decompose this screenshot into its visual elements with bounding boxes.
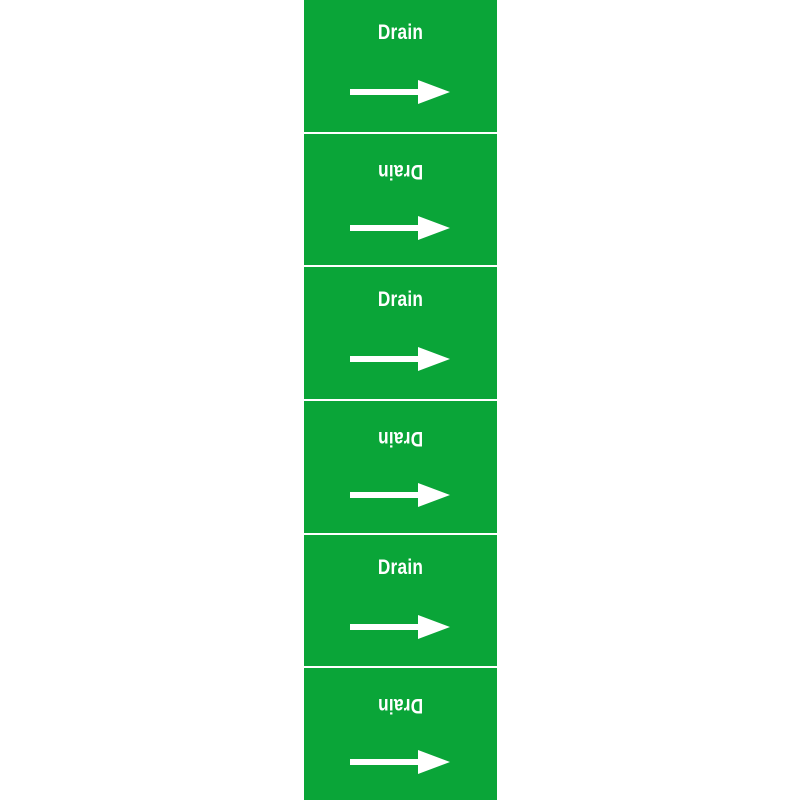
arrow-right-icon — [350, 347, 450, 372]
pipe-label-1: Drain — [304, 0, 497, 132]
pipe-label-text: Drain — [377, 555, 424, 579]
pipe-label-text-inverted: Drain — [377, 159, 424, 183]
arrow-right-icon — [350, 750, 450, 775]
arrow-right-icon — [350, 614, 450, 639]
pipe-label-text: Drain — [377, 288, 424, 312]
pipe-label-3: Drain — [304, 267, 497, 400]
pipe-marker-strip: Drain Drain Drain Drain — [304, 0, 497, 800]
pipe-label-2: Drain — [304, 133, 497, 266]
pipe-label-6: Drain — [304, 668, 497, 800]
arrow-right-icon — [350, 80, 450, 104]
arrow-right-icon — [350, 215, 450, 240]
pipe-label-text: Drain — [377, 21, 424, 44]
pipe-label-5: Drain — [304, 534, 497, 667]
pipe-label-text-inverted: Drain — [377, 427, 424, 451]
arrow-right-icon — [350, 483, 450, 508]
pipe-label-text-inverted: Drain — [377, 694, 424, 718]
pipe-label-4: Drain — [304, 401, 497, 533]
